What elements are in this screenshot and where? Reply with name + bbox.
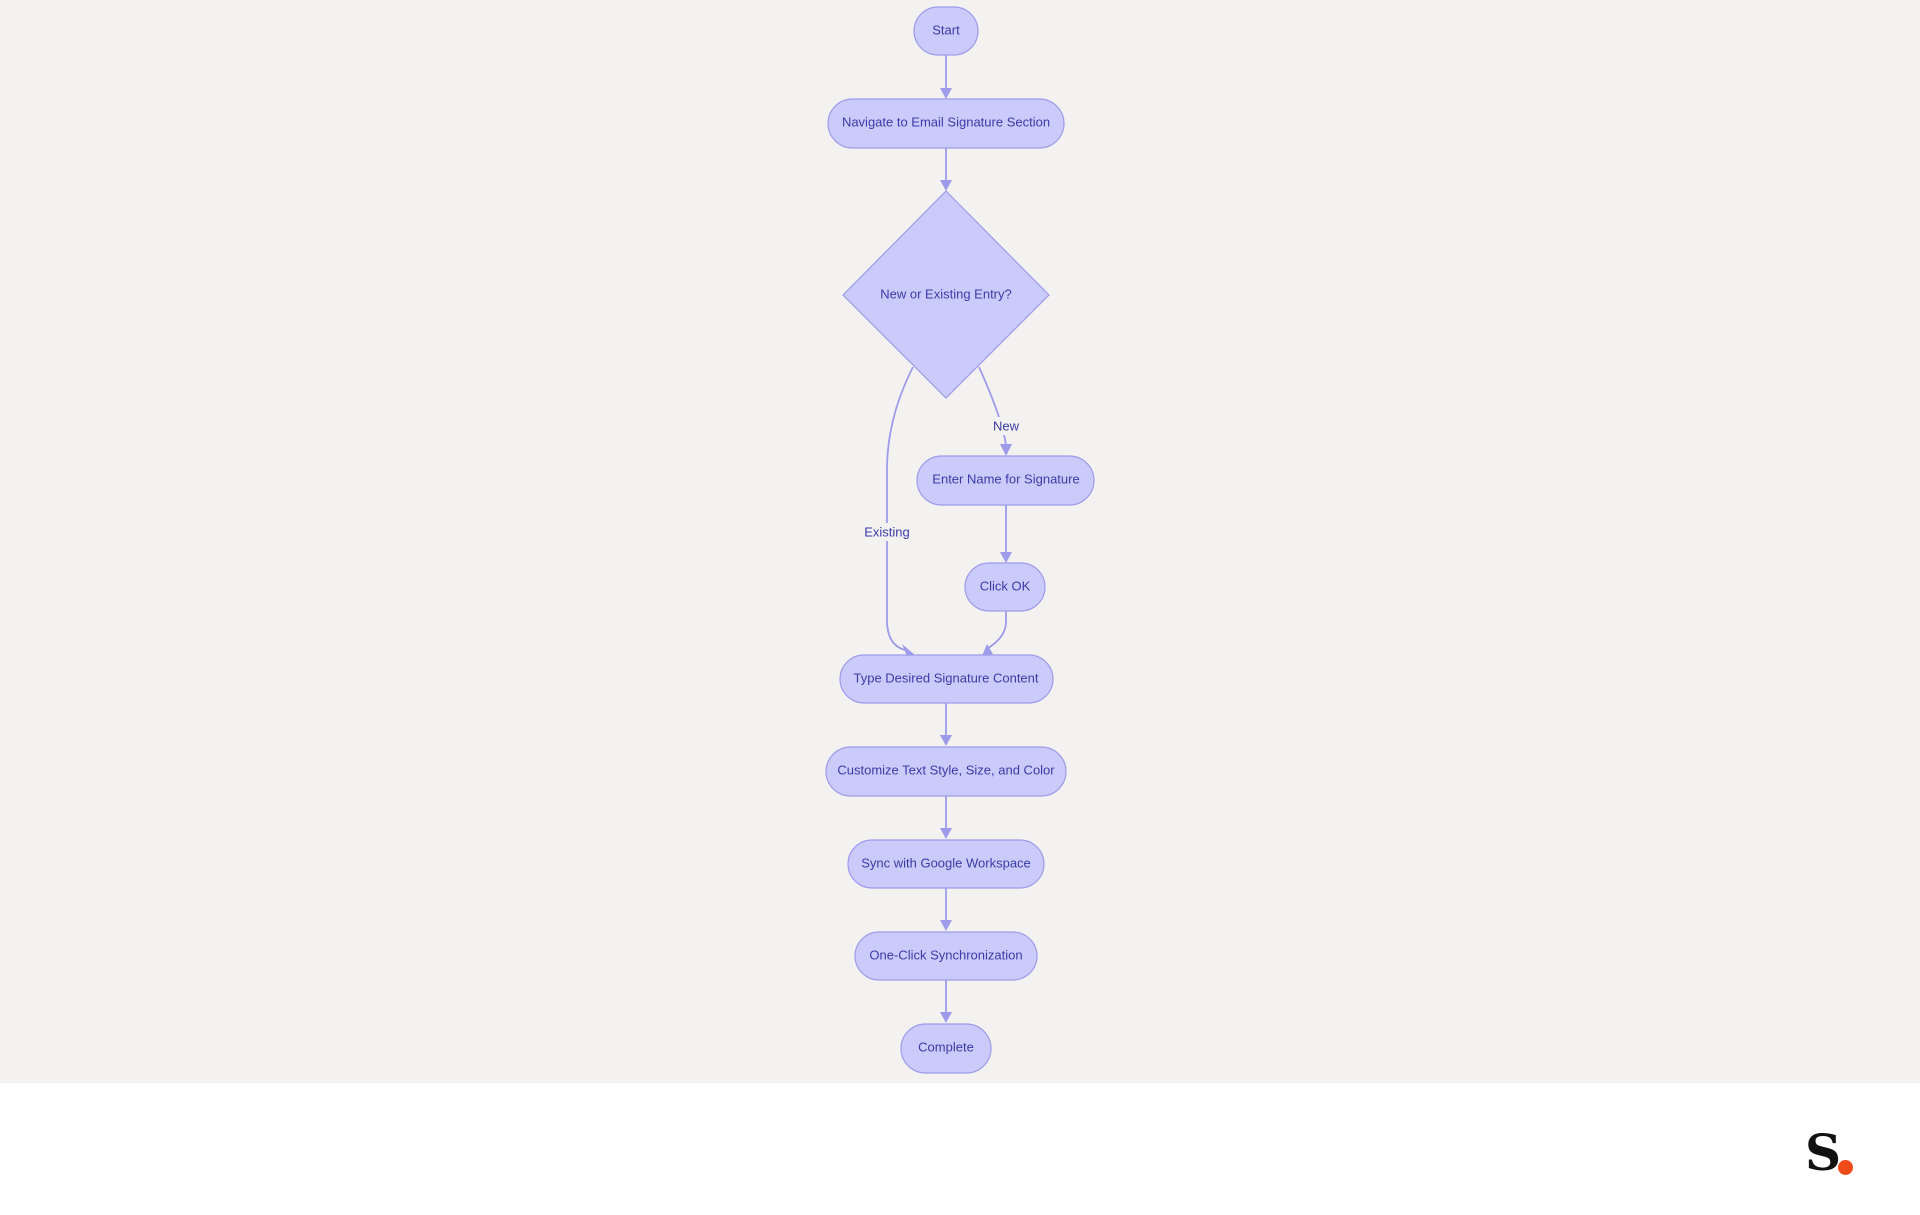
footer bbox=[0, 1083, 1920, 1215]
arrow-head bbox=[940, 920, 952, 931]
node-customize-label: Customize Text Style, Size, and Color bbox=[837, 762, 1055, 777]
node-enter-name: Enter Name for Signature bbox=[916, 455, 1095, 506]
diagram-canvas: New Existing Start Navigate to Email Sig… bbox=[0, 0, 1920, 1083]
arrow-head bbox=[940, 735, 952, 746]
node-navigate-label: Navigate to Email Signature Section bbox=[842, 114, 1050, 129]
node-click-ok-label: Click OK bbox=[980, 578, 1031, 593]
arrow-head bbox=[982, 644, 993, 656]
node-one-click-label: One-Click Synchronization bbox=[869, 947, 1022, 962]
node-sync: Sync with Google Workspace bbox=[847, 839, 1045, 889]
arrow-head bbox=[1000, 552, 1012, 563]
arrow-head bbox=[940, 180, 952, 191]
edge-decision-new bbox=[978, 366, 1007, 446]
brand-logo-dot bbox=[1838, 1160, 1853, 1175]
node-decision: New or Existing Entry? bbox=[842, 190, 1050, 399]
arrow-head bbox=[940, 88, 952, 99]
node-enter-name-label: Enter Name for Signature bbox=[932, 471, 1079, 486]
arrow-head bbox=[902, 644, 915, 656]
arrow-head bbox=[1000, 444, 1012, 456]
edge-decision-existing bbox=[886, 366, 914, 651]
flowchart: New Existing Start Navigate to Email Sig… bbox=[825, 6, 1095, 1074]
node-sync-label: Sync with Google Workspace bbox=[861, 855, 1031, 870]
edge-label-new-text: New bbox=[993, 418, 1020, 433]
node-customize: Customize Text Style, Size, and Color bbox=[825, 746, 1067, 797]
node-type-content-label: Type Desired Signature Content bbox=[854, 670, 1039, 685]
node-type-content: Type Desired Signature Content bbox=[839, 654, 1054, 704]
arrow-head bbox=[940, 1012, 952, 1023]
edge-label-existing-text: Existing bbox=[864, 524, 910, 539]
node-complete-label: Complete bbox=[918, 1039, 974, 1054]
edge-label-existing: Existing bbox=[861, 523, 913, 541]
node-one-click: One-Click Synchronization bbox=[854, 931, 1038, 981]
arrow-head bbox=[940, 828, 952, 839]
edge-clickok-type bbox=[984, 611, 1007, 651]
node-start: Start bbox=[913, 6, 979, 56]
brand-logo: S bbox=[1805, 1123, 1842, 1182]
node-click-ok: Click OK bbox=[964, 562, 1046, 612]
node-complete: Complete bbox=[900, 1023, 992, 1074]
edges bbox=[886, 55, 1012, 1023]
node-navigate: Navigate to Email Signature Section bbox=[827, 98, 1065, 149]
node-decision-label: New or Existing Entry? bbox=[880, 286, 1012, 301]
node-start-label: Start bbox=[932, 22, 960, 37]
edge-label-new: New bbox=[989, 417, 1023, 435]
